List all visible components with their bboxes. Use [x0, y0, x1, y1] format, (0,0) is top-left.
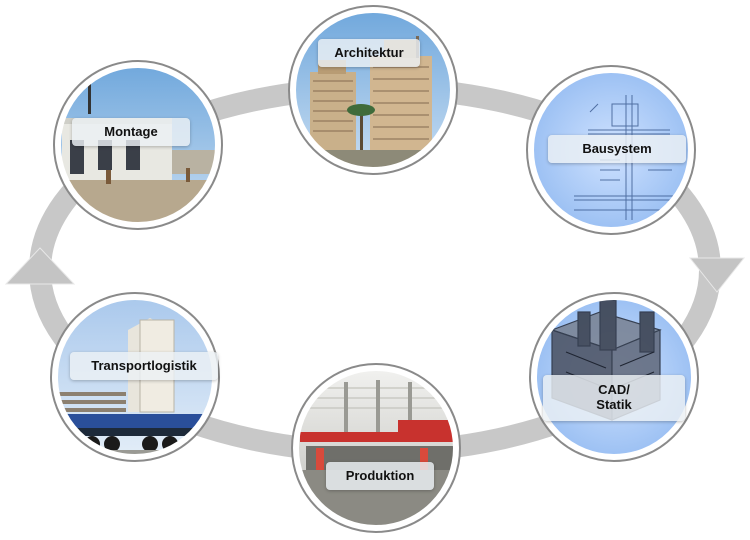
node-label-produktion: Produktion — [326, 462, 434, 490]
node-label-montage: Montage — [72, 118, 190, 146]
highrise-buildings-photo — [295, 12, 451, 168]
node-label-architektur: Architektur — [318, 39, 420, 67]
node-architektur — [288, 5, 458, 175]
node-label-bausystem: Bausystem — [548, 135, 686, 163]
node-label-transportlogistik: Transportlogistik — [70, 352, 218, 380]
factory-hall-photo — [298, 370, 454, 526]
arrowhead-down-icon — [688, 257, 746, 293]
node-label-cad-statik: CAD/ Statik — [543, 375, 685, 421]
node-produktion — [291, 363, 461, 533]
arrowhead-up-icon — [4, 247, 76, 285]
